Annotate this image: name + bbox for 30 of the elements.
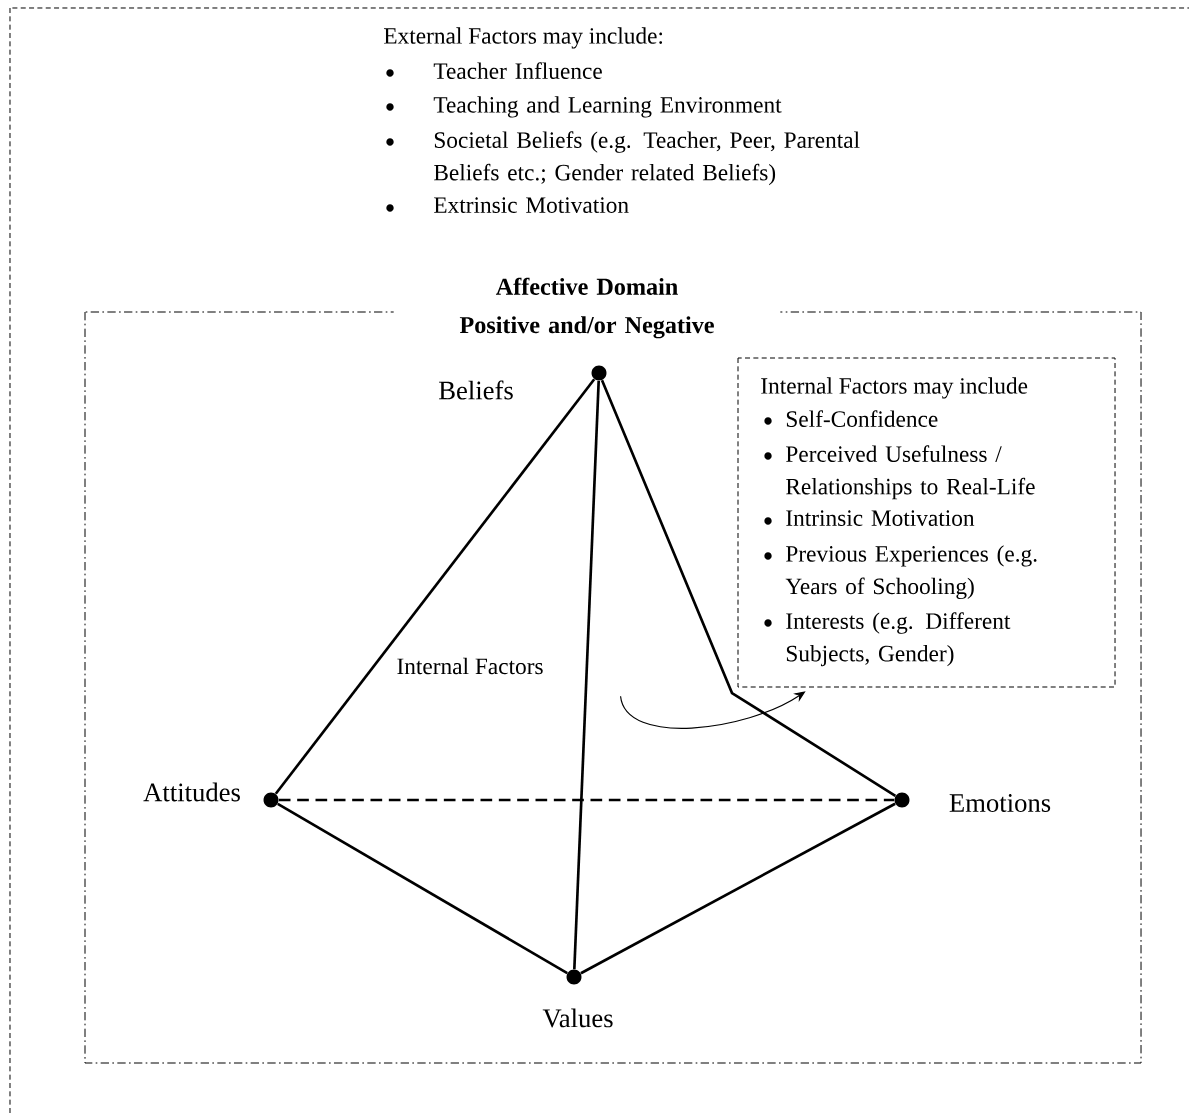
connector xyxy=(277,802,568,975)
connector xyxy=(580,802,896,975)
vertex-label: Attitudes xyxy=(143,782,240,802)
list-heading: External Factors may include: xyxy=(384,27,663,49)
vertex-dot xyxy=(894,792,910,808)
vertex-dot xyxy=(591,365,607,381)
list-heading: Internal Factors may include xyxy=(761,377,1028,399)
connector xyxy=(573,380,600,970)
list-item: Self-Confidence xyxy=(764,410,938,427)
list-item: Teacher Influence xyxy=(386,62,602,79)
frame xyxy=(9,7,1189,1113)
vertex-label: Beliefs xyxy=(439,380,513,400)
frame xyxy=(84,311,1142,1064)
list-item: Intrinsic Motivation xyxy=(764,510,975,526)
vertex-label: Values xyxy=(542,1008,613,1028)
frame xyxy=(737,357,1116,688)
heading: Affective Domain Positive and/or Negative xyxy=(393,274,781,342)
list-item: Extrinsic Motivation xyxy=(386,197,629,213)
list-item: Societal Beliefs (e.g. Teacher, Peer, Parental Beliefs etc.; Gender related Beliefs) xyxy=(386,131,860,186)
factor-label: Internal Factors xyxy=(394,656,546,676)
vertex-dot xyxy=(566,969,582,985)
connector xyxy=(278,798,895,802)
connector xyxy=(600,379,897,797)
list-item: Previous Experiences (e.g. Years of Schooling) xyxy=(764,545,1037,600)
list-item: Teaching and Learning Environment xyxy=(386,96,782,118)
connector xyxy=(274,378,596,795)
list-item: Interests (e.g. Different Subjects, Gender) xyxy=(764,612,1011,667)
vertex-dot xyxy=(263,792,279,808)
list-item: Perceived Usefulness / Relationships to Real-Life xyxy=(764,445,1035,500)
vertex-label: Emotions xyxy=(949,794,1051,812)
